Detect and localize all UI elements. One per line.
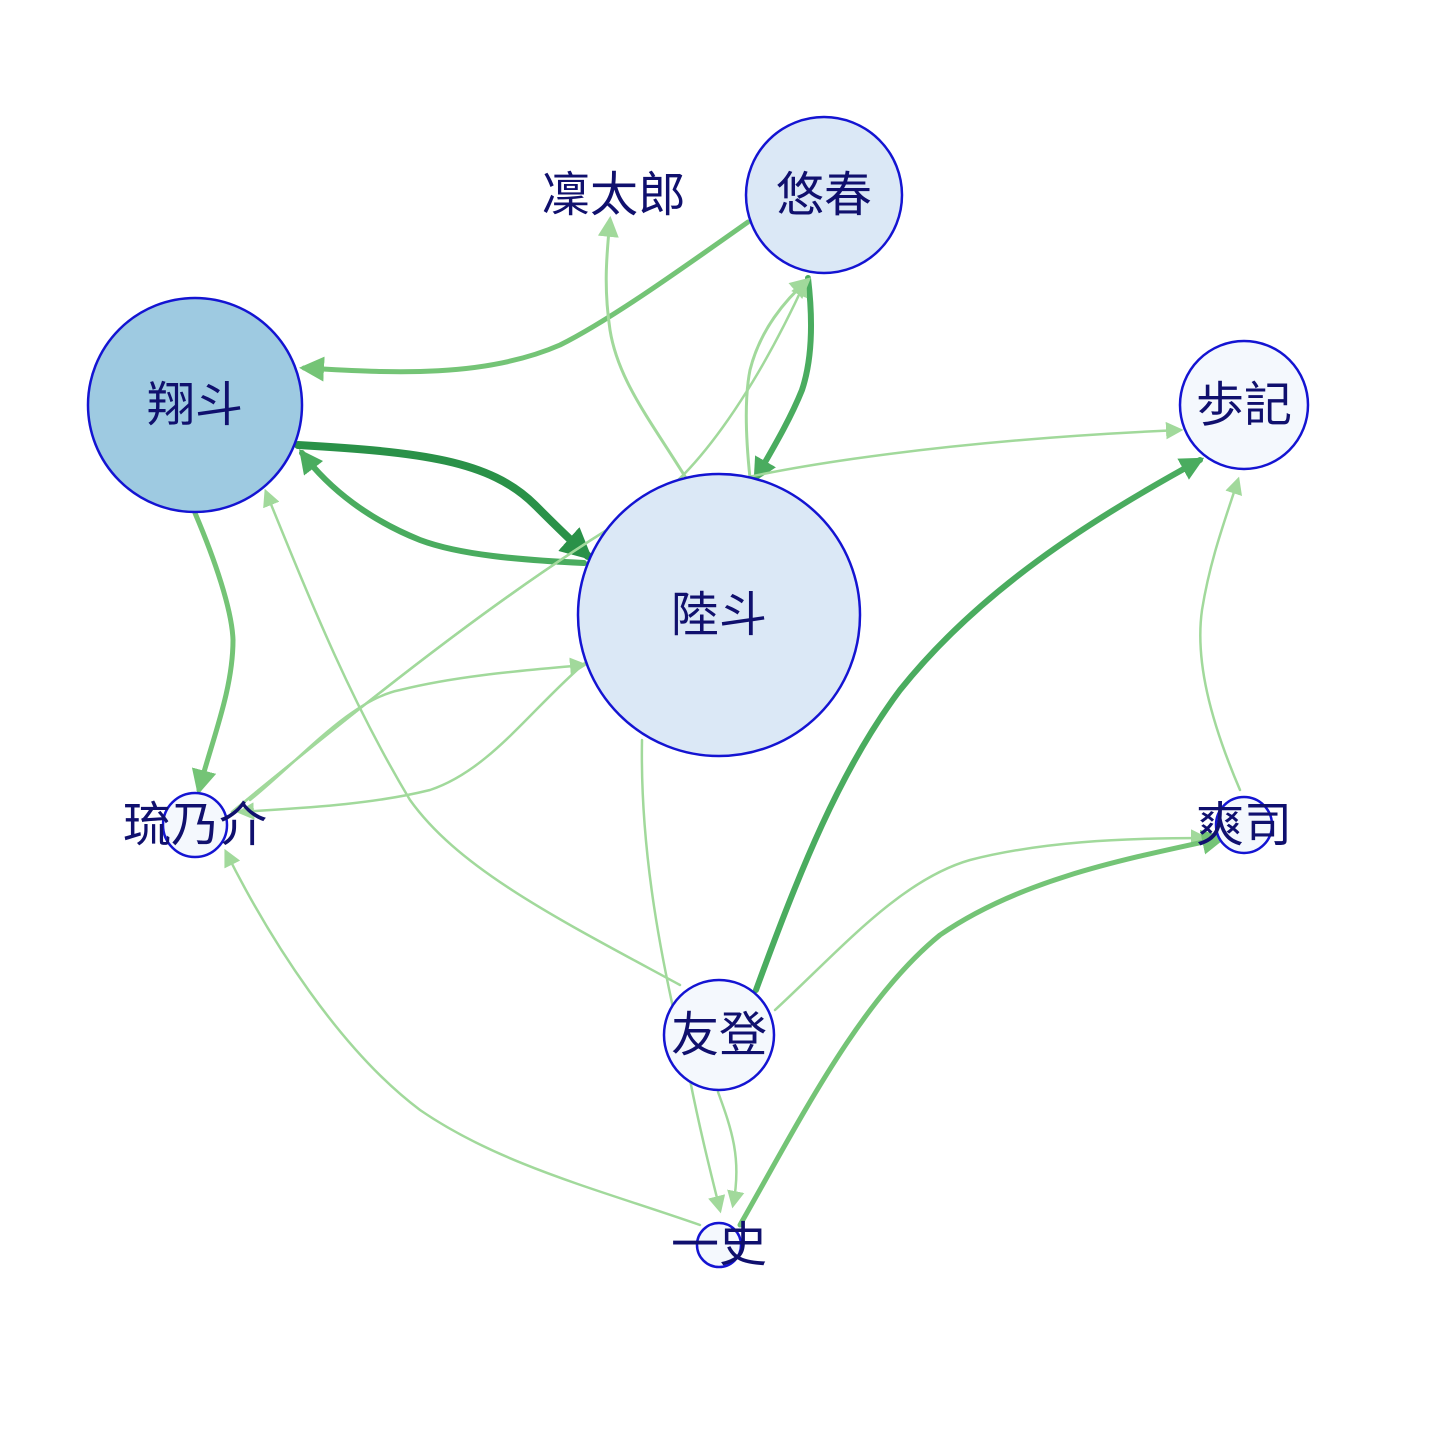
edge-yuharu-rikuto — [753, 275, 814, 483]
node-circle — [662, 978, 776, 1092]
node-circle — [744, 115, 904, 275]
edge-rikuto-yuharu — [744, 277, 812, 480]
edge-yuharu-shoto — [299, 219, 751, 382]
edge-yuto-shoto — [263, 488, 682, 987]
node-label: 悠春 — [776, 167, 872, 223]
node-label: 歩記 — [1196, 377, 1292, 433]
node-ayuki[interactable]: 歩記 — [1178, 339, 1310, 471]
node-circle — [1214, 795, 1274, 855]
edge-kazufumi-runosuke — [224, 848, 702, 1227]
edges-layer — [191, 215, 1242, 1228]
node-label: 爽司 — [1196, 797, 1292, 853]
edge-kazufumi-soji — [737, 829, 1227, 1228]
node-label: 陸斗 — [671, 587, 767, 643]
node-kazufumi[interactable]: 一史 — [671, 1217, 767, 1273]
node-label: 凜太郎 — [542, 167, 686, 223]
node-shoto[interactable]: 翔斗 — [86, 296, 304, 514]
node-circle — [161, 791, 229, 859]
node-circle — [695, 1221, 743, 1269]
edge-shoto-runosuke — [191, 510, 236, 795]
edge-rikuto-runosuke — [236, 660, 588, 820]
nodes-layer: 翔斗 陸斗 悠春 凜太郎 歩記 琉乃介 爽司 — [86, 115, 1310, 1273]
edge-rikuto-kazufumi — [640, 738, 726, 1214]
edge-shoto-rikuto — [294, 441, 593, 561]
node-yuto[interactable]: 友登 — [662, 978, 776, 1092]
node-rintaro[interactable]: 凜太郎 — [542, 167, 686, 223]
node-circle — [1178, 339, 1310, 471]
edge-yuto-soji — [773, 829, 1209, 1012]
node-circle — [576, 472, 862, 758]
node-soji[interactable]: 爽司 — [1196, 795, 1292, 855]
edge-yuto-kazufumi — [716, 1090, 745, 1209]
node-label: 琉乃介 — [123, 797, 267, 853]
edge-yuto-ayuki — [753, 457, 1205, 993]
node-label: 翔斗 — [147, 377, 243, 433]
node-label: 一史 — [671, 1217, 767, 1273]
node-runosuke[interactable]: 琉乃介 — [123, 791, 267, 859]
edge-rikuto-rintaro — [597, 215, 688, 480]
node-yuharu[interactable]: 悠春 — [744, 115, 904, 275]
node-circle — [86, 296, 304, 514]
edge-rikuto-shoto — [299, 449, 587, 566]
node-rikuto[interactable]: 陸斗 — [576, 472, 862, 758]
edge-runosuke-rikuto — [248, 657, 588, 802]
edge-soji-ayuki — [1199, 476, 1242, 792]
node-label: 友登 — [671, 1007, 767, 1063]
